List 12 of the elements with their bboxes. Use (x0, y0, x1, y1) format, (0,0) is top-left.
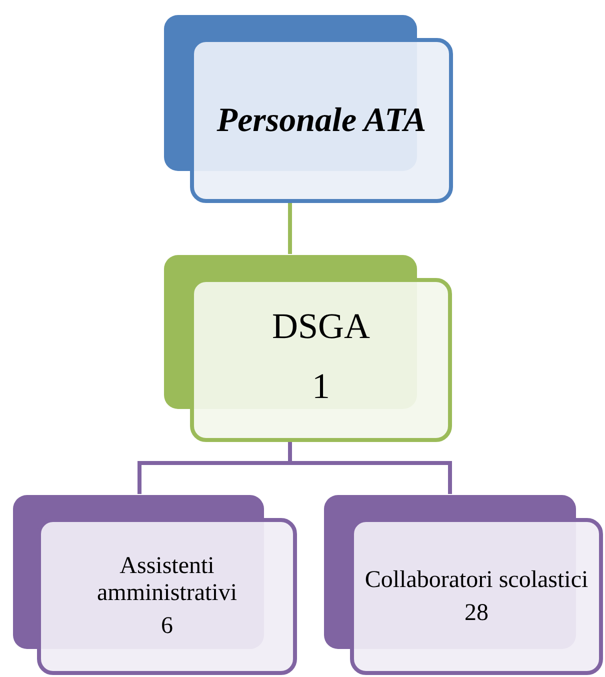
box-label: DSGA (272, 305, 370, 347)
box-label: 6 (161, 613, 173, 640)
box-label: Personale ATA (216, 102, 426, 140)
org-chart-box (163, 14, 453, 203)
box-label: Collaboratori scolastici (364, 566, 588, 594)
box-label: 28 (464, 600, 488, 626)
connector-line (288, 203, 292, 254)
box-label: Assistenti amministrativi (96, 553, 238, 607)
org-chart-box (163, 254, 452, 442)
box-label: 1 (312, 365, 330, 407)
org-chart-box (323, 494, 603, 675)
org-chart-box (12, 494, 297, 675)
